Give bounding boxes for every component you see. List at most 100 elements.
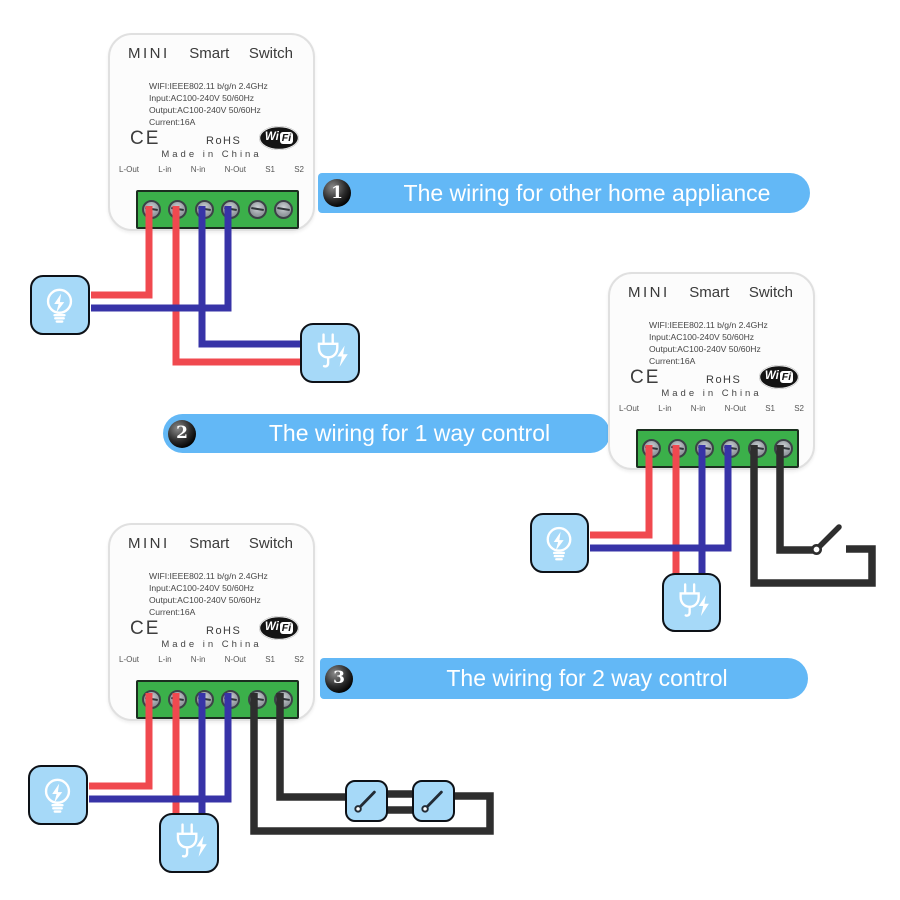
rohs-mark: RoHS bbox=[706, 374, 742, 386]
terminal-label: N-in bbox=[190, 165, 206, 174]
open-switch-lever bbox=[816, 524, 842, 550]
device-specs: WIFI:IEEE802.11 b/g/n 2.4GHz Input:AC100… bbox=[149, 570, 268, 618]
terminal-screw bbox=[721, 439, 741, 458]
terminal-label: S1 bbox=[265, 165, 275, 174]
device-title-word: MINI bbox=[128, 45, 170, 62]
terminal-screw bbox=[221, 690, 241, 709]
bulb-load-box-3 bbox=[28, 765, 88, 825]
mini-smart-switch-device: MINI Smart Switch WIFI:IEEE802.11 b/g/n … bbox=[608, 272, 815, 470]
device-specs: WIFI:IEEE802.11 b/g/n 2.4GHz Input:AC100… bbox=[649, 319, 768, 367]
terminal-labels: L-Out L-in N-in N-Out S1 S2 bbox=[119, 165, 304, 174]
section-2-label: The wiring for 1 way control bbox=[268, 420, 551, 446]
terminal-label: N-in bbox=[690, 404, 706, 413]
step-3-badge: 3 bbox=[325, 664, 353, 693]
spec-line: Input:AC100-240V 50/60Hz bbox=[649, 332, 755, 342]
rohs-mark: RoHS bbox=[206, 625, 242, 637]
terminal-screw bbox=[221, 200, 241, 219]
wifi-logo: Wi Fi bbox=[259, 126, 299, 150]
spec-line: Input:AC100-240V 50/60Hz bbox=[149, 583, 255, 593]
terminal-label: L-Out bbox=[119, 165, 140, 174]
ce-mark: CE bbox=[130, 128, 161, 149]
light-bulb-icon bbox=[546, 526, 572, 561]
terminal-screw bbox=[641, 439, 661, 458]
terminal-screw bbox=[747, 439, 767, 458]
terminal-label: L-in bbox=[658, 404, 672, 413]
power-plug-icon bbox=[176, 823, 207, 858]
step-1-badge: 1 bbox=[323, 179, 351, 207]
wall-switch-box-2 bbox=[412, 780, 455, 822]
terminal-screw bbox=[274, 690, 294, 709]
spec-line: WIFI:IEEE802.11 b/g/n 2.4GHz bbox=[149, 81, 268, 91]
terminal-screw bbox=[141, 690, 161, 709]
spec-line: Output:AC100-240V 50/60Hz bbox=[149, 595, 261, 605]
device-title: MINI Smart Switch bbox=[128, 45, 293, 62]
section-banner-2: 2 The wiring for 1 way control bbox=[163, 414, 610, 453]
terminal-screw bbox=[194, 690, 214, 709]
terminal-label: S1 bbox=[265, 655, 275, 664]
terminal-label: N-Out bbox=[224, 165, 246, 174]
device-title: MINI Smart Switch bbox=[628, 284, 793, 301]
terminal-screw bbox=[774, 439, 794, 458]
terminal-label: S2 bbox=[294, 655, 304, 664]
spec-line: Output:AC100-240V 50/60Hz bbox=[149, 105, 261, 115]
spec-line: Current:16A bbox=[649, 356, 696, 366]
device-title-word: Smart bbox=[689, 284, 730, 301]
ce-mark: CE bbox=[130, 618, 161, 639]
power-plug-icon bbox=[317, 333, 348, 368]
made-in-label: Made in China bbox=[161, 639, 262, 650]
wall-switch-icon bbox=[354, 790, 376, 813]
spec-line: WIFI:IEEE802.11 b/g/n 2.4GHz bbox=[149, 571, 268, 581]
wifi-logo-wi: Wi bbox=[764, 370, 779, 383]
terminal-screw bbox=[694, 439, 714, 458]
device-title-word: Switch bbox=[248, 535, 293, 552]
terminal-screw bbox=[274, 200, 294, 219]
terminal-labels: L-Out L-in N-in N-Out S1 S2 bbox=[619, 404, 804, 413]
device-title-word: MINI bbox=[628, 284, 670, 301]
terminal-block bbox=[136, 680, 299, 719]
device-title-word: Smart bbox=[189, 535, 230, 552]
wifi-logo-fi: Fi bbox=[779, 370, 794, 384]
device-title-word: Switch bbox=[248, 45, 293, 62]
wall-switch-icon bbox=[421, 790, 443, 813]
terminal-label: L-in bbox=[158, 165, 172, 174]
terminal-screw bbox=[168, 690, 188, 709]
device-title-word: Switch bbox=[748, 284, 793, 301]
terminal-label: S2 bbox=[294, 165, 304, 174]
terminal-label: L-in bbox=[158, 655, 172, 664]
device-specs: WIFI:IEEE802.11 b/g/n 2.4GHz Input:AC100… bbox=[149, 80, 268, 128]
spec-line: Output:AC100-240V 50/60Hz bbox=[649, 344, 761, 354]
plug-load-box-1 bbox=[300, 323, 360, 383]
device-title-word: MINI bbox=[128, 535, 170, 552]
terminal-screw bbox=[194, 200, 214, 219]
terminal-labels: L-Out L-in N-in N-Out S1 S2 bbox=[119, 655, 304, 664]
section-banner-3: 3 The wiring for 2 way control bbox=[320, 658, 808, 699]
ce-mark: CE bbox=[630, 367, 661, 388]
wifi-logo-wi: Wi bbox=[264, 131, 279, 144]
terminal-screw bbox=[247, 690, 267, 709]
device-title: MINI Smart Switch bbox=[128, 535, 293, 552]
wifi-logo-wi: Wi bbox=[264, 621, 279, 634]
terminal-screw bbox=[247, 200, 267, 219]
step-2-badge: 2 bbox=[168, 419, 196, 448]
power-plug-icon bbox=[679, 583, 709, 617]
spec-line: Current:16A bbox=[149, 117, 196, 127]
switch-pivot-dot bbox=[810, 543, 822, 555]
plug-load-box-3 bbox=[159, 813, 219, 873]
plug-load-box-2 bbox=[662, 573, 721, 632]
wifi-logo-fi: Fi bbox=[279, 131, 294, 145]
wifi-logo: Wi Fi bbox=[259, 616, 299, 640]
terminal-label: L-Out bbox=[619, 404, 640, 413]
rohs-mark: RoHS bbox=[206, 135, 242, 147]
made-in-label: Made in China bbox=[161, 149, 262, 160]
section-banner-1: 1 The wiring for other home appliance bbox=[318, 173, 810, 213]
spec-line: WIFI:IEEE802.11 b/g/n 2.4GHz bbox=[649, 320, 768, 330]
spec-line: Input:AC100-240V 50/60Hz bbox=[149, 93, 255, 103]
terminal-label: S2 bbox=[794, 404, 804, 413]
terminal-screw bbox=[168, 200, 188, 219]
terminal-label: N-Out bbox=[724, 404, 746, 413]
section-3-label: The wiring for 2 way control bbox=[446, 665, 728, 691]
wifi-logo: Wi Fi bbox=[759, 365, 799, 389]
bulb-load-box-1 bbox=[30, 275, 90, 335]
terminal-label: N-in bbox=[190, 655, 206, 664]
